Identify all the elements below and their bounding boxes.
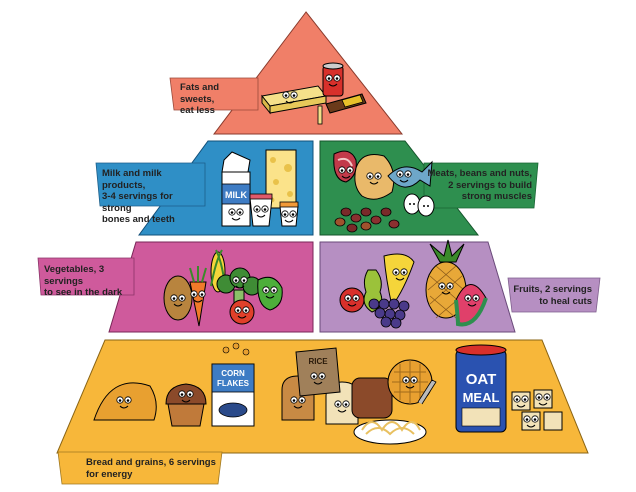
spaghetti-icon <box>353 379 437 445</box>
milk-carton-text: MILK <box>225 190 247 200</box>
tier-milk-label: Milk and milk products, 3-4 servings for… <box>102 168 204 226</box>
tier-fats-label-banner <box>169 77 259 111</box>
tier-vegetables-label-line: to see in the dark <box>44 287 123 298</box>
tier-milk-label-banner <box>95 162 206 207</box>
tier-fats-label-line: Fats and sweets, <box>180 82 220 105</box>
tier-meats-label: Meats, beans and nuts, 2 servings to bui… <box>424 168 532 203</box>
tier-meats <box>319 140 539 236</box>
watermelon-icon <box>454 284 488 327</box>
tier-fats <box>169 11 404 135</box>
tier-milk: MILK <box>95 140 314 236</box>
tier-meats-label-banner <box>423 162 539 209</box>
tier-fruits <box>319 239 601 333</box>
soda-can-icon <box>322 62 344 97</box>
cereal-box-text-2: FLAKES <box>217 379 250 388</box>
tier-vegetables <box>37 241 314 333</box>
muffin-icon <box>165 383 207 427</box>
grapes-icon <box>368 298 410 329</box>
tier-fruits-label-banner <box>507 277 601 313</box>
tier-vegetables-panel <box>108 241 314 333</box>
tier-fats-label: Fats and sweets, eat less <box>180 82 256 117</box>
tier-fruits-label-line: to heal cuts <box>539 295 592 307</box>
banana-icon <box>383 253 415 308</box>
tier-meats-label-line: 2 servings to build <box>448 179 532 191</box>
potato-icon <box>163 275 193 321</box>
tier-fats-label-line: eat less <box>180 105 215 116</box>
cheese-icon <box>265 149 297 209</box>
cereal-box-icon: CORN FLAKES <box>211 342 255 427</box>
tier-meats-label-line: Meats, beans and nuts, <box>427 168 532 179</box>
oatmeal-can-text-2: MEAL <box>463 390 500 405</box>
eggs-icon <box>403 193 435 217</box>
tier-milk-label-line: 3-4 servings for strong <box>102 191 173 214</box>
tier-grains-label-line: Bread and grains, 6 servings <box>86 457 216 468</box>
beans-icon <box>334 207 400 233</box>
fish-icon <box>387 160 433 188</box>
tier-fruits-label: Fruits, 2 servings to heal cuts <box>508 284 592 307</box>
tier-milk-label-line: Milk and milk products, <box>102 168 162 191</box>
apple-icon <box>339 287 365 313</box>
waffle-icon <box>387 359 433 405</box>
rice-sack-text: RICE <box>308 357 328 366</box>
tier-grains-label-line: for energy <box>86 468 133 480</box>
tier-meats-label-line: strong muscles <box>461 191 532 202</box>
tomato-icon <box>229 299 255 325</box>
oatmeal-can-text-1: OAT <box>466 371 497 388</box>
steak-icon <box>333 150 357 183</box>
carrot-icon <box>189 266 207 327</box>
tier-grains: CORN FLAKES RICE <box>56 339 589 485</box>
rice-sack-icon: RICE <box>295 347 341 397</box>
milk-carton-icon: MILK <box>221 151 251 227</box>
tier-vegetables-label-line: Vegetables, 3 servings <box>44 264 105 287</box>
tier-fruits-panel <box>319 241 516 333</box>
pepper-icon <box>257 276 283 311</box>
oatmeal-can-icon: OAT MEAL <box>455 344 507 433</box>
tier-grains-label: Bread and grains, 6 servings for energy <box>86 457 220 480</box>
chicken-icon <box>354 154 395 200</box>
yogurt-cup-icon <box>249 193 299 227</box>
tier-fruits-label-line: Fruits, 2 servings <box>513 284 592 295</box>
tier-milk-label-line: bones and teeth <box>102 214 175 225</box>
cereal-box-text-1: CORN <box>221 369 245 378</box>
candy-bar-icon <box>317 93 367 125</box>
broccoli-icon <box>216 267 262 309</box>
tier-vegetables-label: Vegetables, 3 servings to see in the dar… <box>44 264 134 299</box>
crackers-icon <box>511 389 563 431</box>
taco-icon <box>93 382 157 421</box>
tier-vegetables-label-banner <box>37 257 135 296</box>
tier-grains-label-banner <box>57 451 223 485</box>
